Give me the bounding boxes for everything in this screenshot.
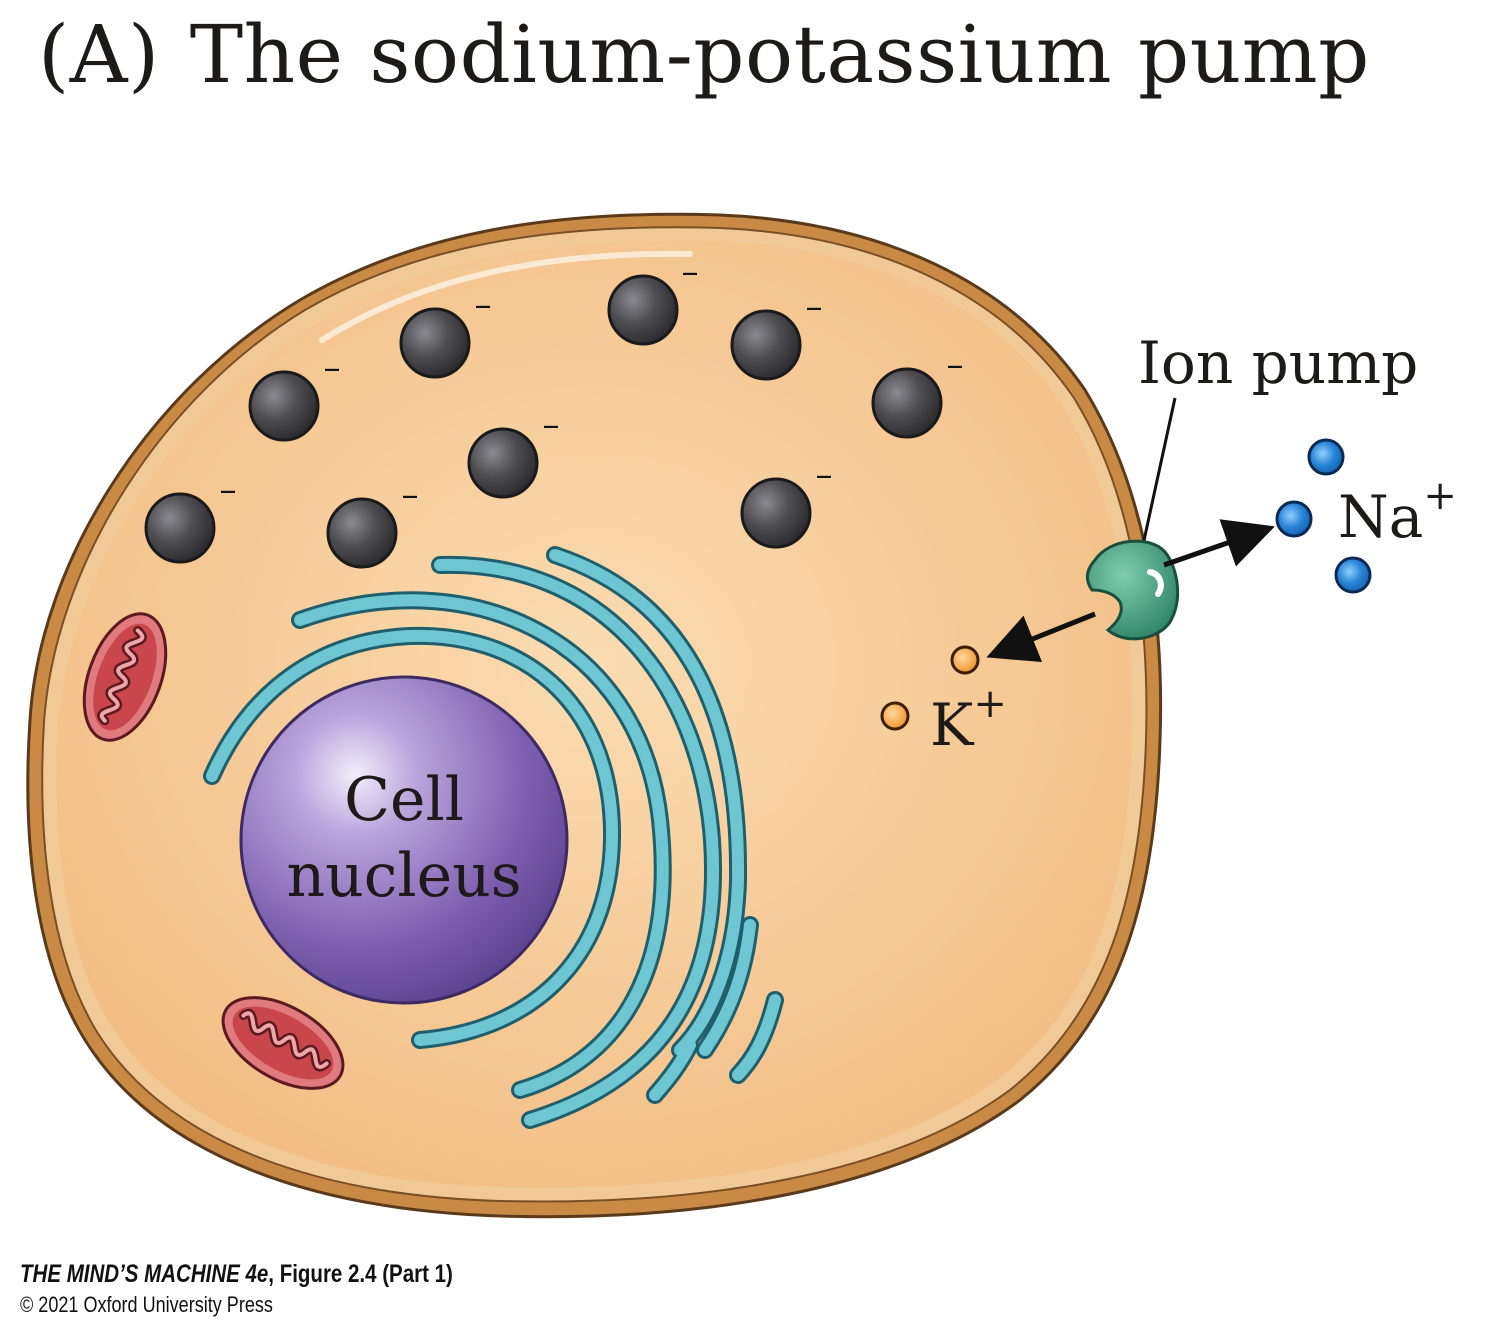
minus-sign: – [324,348,341,388]
minus-sign: – [682,252,699,292]
mitochondrion [221,996,345,1090]
anion: – [607,252,699,346]
figure-reference: , Figure 2.4 (Part 1) [268,1260,453,1288]
minus-sign: – [220,470,237,510]
sodium-symbol: Na [1338,483,1423,551]
mitochondrion [82,612,168,742]
book-title: THE MIND’S MACHINE 4e [20,1260,269,1288]
minus-sign: – [947,345,964,385]
sodium-ion [1334,556,1372,594]
nucleus-label-line2: nucleus [286,841,521,911]
ion-pump-leader-line [1141,397,1177,546]
anion-group: – – – – – – – – – [144,252,964,569]
figure-title: (A) The sodium-potassium pump [38,8,1370,101]
minus-sign: – [402,475,419,515]
minus-sign: – [806,287,823,327]
sodium-ion [1307,438,1345,476]
potassium-ion [880,701,910,731]
panel-letter: (A) [38,8,160,101]
minus-sign: – [816,455,833,495]
cell-nucleus: Cell nucleus [239,675,569,1005]
anion: – [144,470,237,564]
potassium-in-arrow [986,611,1096,663]
anion: – [326,475,419,569]
potassium-ions: K+ [880,645,1007,759]
anion: – [871,345,964,439]
copyright-notice: © 2021 Oxford University Press [20,1292,273,1317]
anion: – [467,405,560,499]
nucleus-label-line1: Cell [344,765,464,835]
anion: – [399,285,492,379]
minus-sign: – [475,285,492,325]
endoplasmic-reticulum [203,546,784,1129]
sodium-charge: + [1423,473,1457,519]
sodium-ion [1275,500,1313,538]
minus-sign: – [543,405,560,445]
ion-pump: Ion pump [986,329,1418,663]
sodium-label: Na+ [1338,473,1457,551]
anion: – [740,455,833,549]
potassium-label: K+ [930,681,1007,759]
potassium-charge: + [973,681,1007,727]
ion-pump-label: Ion pump [1138,329,1418,397]
anion: – [248,348,341,442]
sodium-ions: Na+ [1275,438,1457,594]
title-text: The sodium-potassium pump [189,8,1370,101]
figure-caption: THE MIND’S MACHINE 4e, Figure 2.4 (Part … [20,1260,453,1289]
sodium-out-arrow [1163,519,1275,568]
potassium-ion [950,645,980,675]
potassium-symbol: K [930,691,975,759]
anion: – [730,287,823,381]
